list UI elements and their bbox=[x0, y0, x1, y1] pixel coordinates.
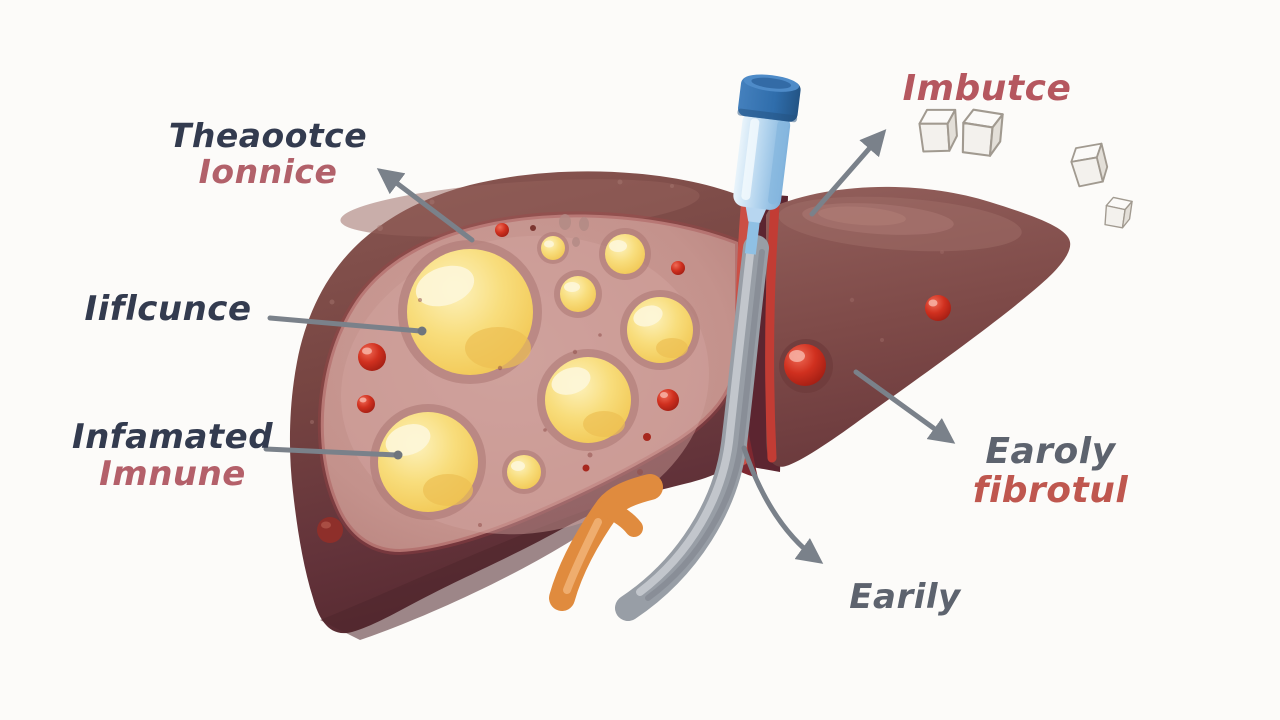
rim-texture-dots bbox=[310, 179, 674, 424]
fatty-globule bbox=[537, 349, 639, 451]
biopsy-syringe bbox=[733, 74, 801, 255]
blood-droplet bbox=[357, 395, 375, 413]
arrow-top-left bbox=[376, 168, 475, 243]
arrow-top-right bbox=[809, 129, 887, 217]
fatty-globules bbox=[370, 228, 700, 520]
blood-droplet bbox=[671, 261, 685, 275]
blood-droplets bbox=[357, 223, 685, 472]
callout-line: Iiflcunce bbox=[84, 289, 252, 329]
rim-texture-dots bbox=[849, 250, 944, 342]
sugar-cubes bbox=[918, 108, 1133, 229]
blood-droplet bbox=[358, 343, 386, 371]
liver-texture-dots bbox=[418, 298, 643, 527]
arrow-right bbox=[853, 369, 956, 444]
callout-line: Imbutce bbox=[902, 68, 1072, 109]
callout-line: Ionnice bbox=[198, 151, 338, 191]
blood-droplet bbox=[582, 464, 590, 472]
liver-left-lobe-cross-section bbox=[289, 171, 750, 640]
callout-top-left: Theaootce Ionnice bbox=[118, 118, 418, 189]
syringe-needle bbox=[744, 215, 761, 255]
callout-line: Earily bbox=[849, 577, 961, 617]
sugar-cube-icon bbox=[1104, 196, 1133, 229]
blood-droplet bbox=[495, 223, 509, 237]
blood-droplet bbox=[925, 295, 951, 321]
fatty-globule bbox=[502, 450, 546, 494]
callout-line: Infamated bbox=[71, 417, 274, 457]
blood-droplet bbox=[657, 389, 679, 411]
arrow-mid-left bbox=[267, 315, 423, 334]
callout-mid-left: Iiflcunce bbox=[53, 291, 283, 328]
fatty-globule bbox=[620, 290, 700, 370]
liver-right-lobe bbox=[766, 186, 1071, 467]
blood-droplet bbox=[643, 433, 651, 441]
bile-duct bbox=[549, 474, 663, 611]
fatty-globule bbox=[599, 228, 651, 280]
liver-texture-blobs bbox=[559, 214, 589, 247]
blood-droplet bbox=[317, 517, 343, 543]
callout-top-right: Imbutce bbox=[877, 68, 1097, 109]
callout-bottom-left: Infamated Imnune bbox=[40, 419, 305, 492]
arrow-bottom-left bbox=[263, 446, 399, 458]
callout-line: Earoly bbox=[985, 431, 1116, 472]
sugar-cube-icon bbox=[918, 108, 958, 153]
blood-droplet bbox=[784, 344, 826, 386]
arrow-bottom-center bbox=[741, 445, 824, 564]
callout-line: Imnune bbox=[99, 453, 246, 494]
fatty-globule bbox=[537, 232, 569, 264]
sugar-cube-icon bbox=[1070, 142, 1109, 188]
fatty-globule bbox=[370, 404, 486, 520]
fatty-globule bbox=[554, 270, 602, 318]
sugar-cube-icon bbox=[961, 108, 1004, 157]
callout-arrows bbox=[263, 129, 956, 564]
callout-line: fibrotul bbox=[972, 469, 1129, 511]
callout-bottom-center: Earily bbox=[820, 579, 990, 616]
catheter-tube bbox=[615, 235, 769, 621]
fatty-globule bbox=[398, 240, 542, 384]
callout-line: Theaootce bbox=[168, 116, 368, 155]
callout-right: Earoly fibrotul bbox=[928, 431, 1173, 511]
